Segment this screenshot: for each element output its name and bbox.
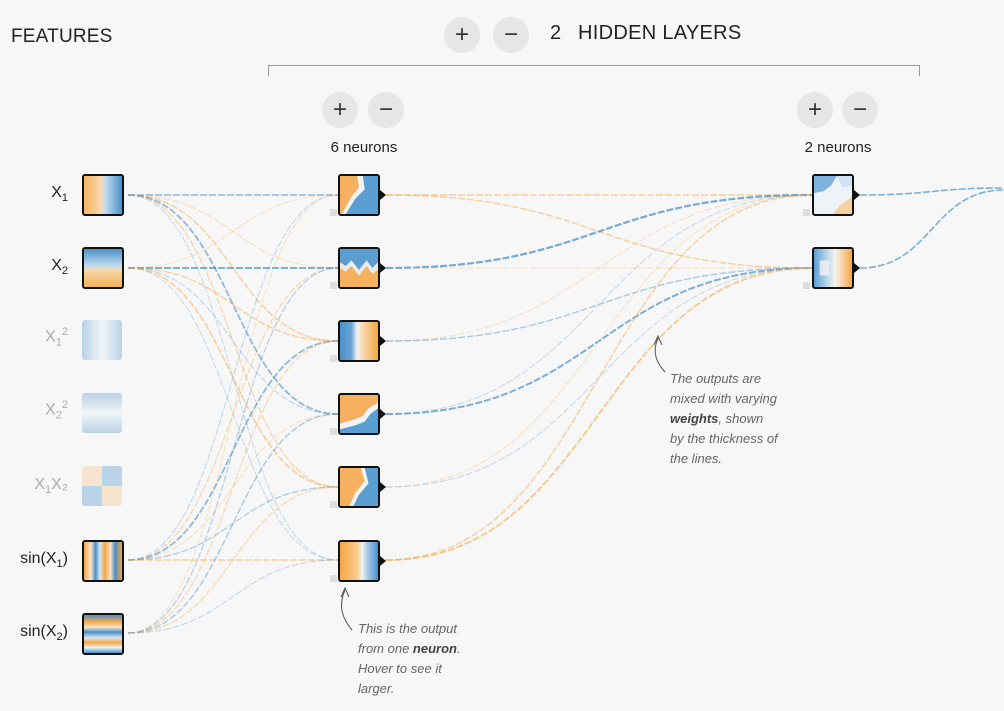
link-f1-h4[interactable] xyxy=(127,267,339,488)
feature-node-x1-squared[interactable] xyxy=(82,320,122,360)
neuron-layer1-3[interactable] xyxy=(338,320,380,362)
hidden-layers-count: 2 xyxy=(550,22,562,44)
neuron-layer1-5[interactable] xyxy=(338,466,380,508)
neuron-layer1-1[interactable] xyxy=(338,174,380,216)
feature-node-x1x2[interactable] xyxy=(82,466,122,506)
bias-layer1-5[interactable] xyxy=(330,501,337,508)
neurons-count-layer-2: 2 neurons xyxy=(804,139,872,156)
feature-node-x1[interactable] xyxy=(82,174,124,216)
neuron-layer1-4[interactable] xyxy=(338,393,380,435)
link-h3-k1[interactable] xyxy=(385,267,813,415)
link-f3-h2[interactable] xyxy=(127,340,339,634)
feature-label-x1: X1 xyxy=(51,184,68,205)
link-h5-k0[interactable] xyxy=(385,194,813,561)
output-port-layer1-2 xyxy=(380,263,386,273)
remove-neuron-button-layer-1[interactable]: − xyxy=(368,92,404,128)
link-k0-out[interactable] xyxy=(859,187,1004,196)
link-f0-h2[interactable] xyxy=(127,194,339,342)
bias-layer1-1[interactable] xyxy=(330,209,337,216)
link-h4-k1[interactable] xyxy=(385,267,813,488)
link-h4-k0[interactable] xyxy=(385,194,813,488)
neurons-count-layer-1: 6 neurons xyxy=(330,139,398,156)
link-f2-h4[interactable] xyxy=(127,486,339,561)
link-f1-h5[interactable] xyxy=(127,267,339,561)
output-port-layer2-1 xyxy=(854,190,860,200)
link-h3-k0[interactable] xyxy=(385,194,813,415)
link-f3-h3[interactable] xyxy=(127,413,339,634)
link-h2-k0[interactable] xyxy=(385,194,813,342)
neuron-layer2-1[interactable] xyxy=(812,174,854,216)
bias-layer2-1[interactable] xyxy=(803,209,810,216)
output-port-layer2-2 xyxy=(854,263,860,273)
features-title: FEATURES xyxy=(11,26,113,47)
link-f1-h2[interactable] xyxy=(127,267,339,342)
link-f2-h3[interactable] xyxy=(127,413,339,561)
bias-layer1-3[interactable] xyxy=(330,355,337,362)
bias-layer1-2[interactable] xyxy=(330,282,337,289)
link-f0-h1[interactable] xyxy=(127,194,339,269)
neuron-layer1-6[interactable] xyxy=(338,540,380,582)
link-f3-h1[interactable] xyxy=(127,267,339,634)
link-h2-k1[interactable] xyxy=(385,267,813,342)
feature-label-x2-squared: X22 xyxy=(45,399,68,422)
add-neuron-button-layer-1[interactable]: + xyxy=(322,92,358,128)
output-port-layer1-1 xyxy=(380,190,386,200)
output-port-layer1-5 xyxy=(380,482,386,492)
add-layer-button[interactable]: + xyxy=(444,17,480,53)
link-f1-h3[interactable] xyxy=(127,267,339,415)
add-neuron-button-layer-2[interactable]: + xyxy=(797,92,833,128)
bias-layer1-6[interactable] xyxy=(330,575,337,582)
remove-neuron-button-layer-2[interactable]: − xyxy=(842,92,878,128)
link-h1-k0[interactable] xyxy=(385,193,813,270)
link-f1-h0[interactable] xyxy=(127,194,339,269)
feature-label-sin-x1: sin(X1) xyxy=(20,550,68,571)
feature-label-x2: X2 xyxy=(51,257,68,278)
feature-node-x2[interactable] xyxy=(82,247,124,289)
output-port-layer1-3 xyxy=(380,336,386,346)
link-f0-h4[interactable] xyxy=(127,194,339,488)
hidden-layers-bracket xyxy=(268,65,920,76)
feature-label-x1-squared: X12 xyxy=(45,326,68,349)
feature-node-sin-x2[interactable] xyxy=(82,613,124,655)
link-k1-out[interactable] xyxy=(859,189,1004,269)
link-f3-h0[interactable] xyxy=(127,194,339,634)
link-f0-h3[interactable] xyxy=(127,194,339,415)
feature-label-sin-x2: sin(X2) xyxy=(20,623,68,644)
link-f3-h5[interactable] xyxy=(127,559,339,634)
feature-label-x1x2: X1X₂ xyxy=(34,476,68,497)
output-port-layer1-4 xyxy=(380,409,386,419)
feature-node-sin-x1[interactable] xyxy=(82,540,124,582)
hidden-layers-label: HIDDEN LAYERS xyxy=(578,22,742,44)
neuron-layer2-2[interactable] xyxy=(812,247,854,289)
link-h5-k1[interactable] xyxy=(385,267,813,561)
output-port-layer1-6 xyxy=(380,556,386,566)
feature-node-x2-squared[interactable] xyxy=(82,393,122,433)
remove-layer-button[interactable]: − xyxy=(493,17,529,53)
link-f0-h5[interactable] xyxy=(127,194,339,561)
bias-layer1-4[interactable] xyxy=(330,428,337,435)
weights-hint-note: The outputs are mixed with varying weigh… xyxy=(670,371,778,466)
link-f2-h1[interactable] xyxy=(127,267,339,561)
link-f3-h4[interactable] xyxy=(127,486,339,634)
link-f2-h2[interactable] xyxy=(127,340,339,561)
link-f2-h0[interactable] xyxy=(127,194,339,561)
neuron-layer1-2[interactable] xyxy=(338,247,380,289)
neuron-hint-note: This is the output from one neuron. Hove… xyxy=(358,621,461,696)
bias-layer2-2[interactable] xyxy=(803,282,810,289)
